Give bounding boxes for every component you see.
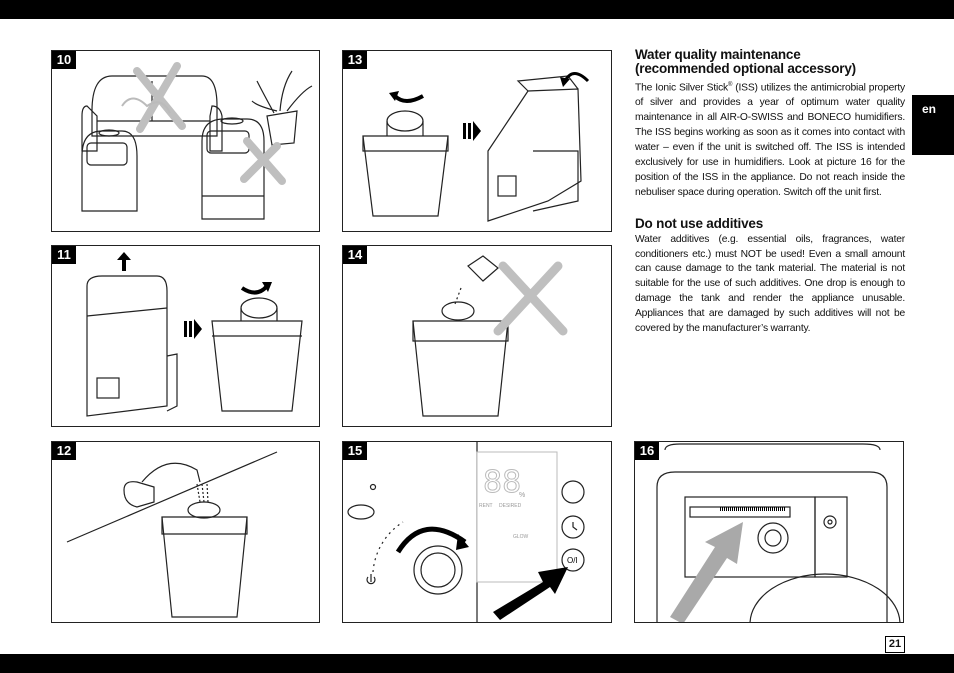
figure-number: 13: [343, 51, 367, 69]
display-unit: %: [519, 492, 525, 499]
section-title-additives: Do not use additives: [635, 215, 764, 231]
title-line-1: Water quality maintenance: [635, 47, 801, 62]
section-body-additives: Water additives (e.g. essential oils, fr…: [635, 233, 905, 335]
figure-14: 14: [342, 245, 612, 427]
figure-13: 13: [342, 50, 612, 232]
figure-10: 10: [51, 50, 320, 232]
figure-12-illustration: [66, 451, 278, 618]
figure-12: 12: [51, 441, 320, 623]
display-label-rent: RENT: [479, 503, 493, 509]
figure-number: 16: [635, 442, 659, 460]
figure-14-illustration: [412, 255, 568, 417]
figure-number: 10: [52, 51, 76, 69]
text-column: Water quality maintenance (recommended o…: [635, 48, 905, 337]
title-line-2: (recommended optional accessory): [635, 61, 856, 76]
power-button-label: O/I: [567, 556, 578, 565]
page-number: 21: [885, 636, 905, 653]
body-post: (ISS) utilizes the antimicrobial propert…: [635, 82, 905, 198]
figure-16-illustration: [656, 443, 901, 622]
figure-15: 15 88 % RENT DESIRED GLOW O/I: [342, 441, 612, 623]
figure-10-illustration: [81, 62, 313, 220]
display-label-desired: DESIRED: [499, 503, 522, 509]
figure-number: 12: [52, 442, 76, 460]
figure-number: 15: [343, 442, 367, 460]
figure-15-illustration: 88 % RENT DESIRED GLOW O/I: [347, 442, 585, 622]
figure-number: 14: [343, 246, 367, 264]
figure-13-illustration: [362, 72, 590, 222]
body-pre: The Ionic Silver Stick: [635, 82, 728, 94]
section-body-water-quality: The Ionic Silver Stick® (ISS) utilizes t…: [635, 78, 905, 201]
section-title-water-quality: Water quality maintenance (recommended o…: [635, 48, 905, 76]
figure-11-illustration: [86, 252, 303, 417]
registered-mark: ®: [727, 82, 733, 88]
language-tab: en: [912, 95, 954, 155]
display-digits: 88: [483, 465, 521, 500]
bottom-band: [0, 654, 954, 673]
figure-number: 11: [52, 246, 76, 264]
figure-16: 16: [634, 441, 904, 623]
figure-11: 11: [51, 245, 320, 427]
top-band: [0, 0, 954, 19]
display-label-glow: GLOW: [513, 534, 529, 540]
